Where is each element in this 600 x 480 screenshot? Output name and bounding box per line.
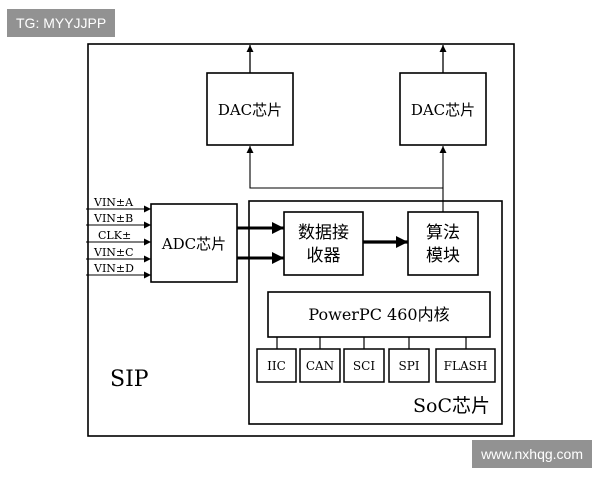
peripheral-iic-label: IIC (267, 359, 286, 373)
peripheral-can: CAN (299, 348, 341, 383)
algorithm-label-line1: 算法 (426, 223, 460, 243)
dac-chip-right: DAC芯片 (399, 72, 487, 146)
powerpc-core-block: PowerPC 460内核 (267, 291, 491, 338)
adc-chip: ADC芯片 (150, 203, 238, 283)
soc-frame (248, 200, 503, 425)
input-label-5: VIN±D (93, 262, 134, 275)
peripheral-sci-label: SCI (353, 359, 375, 373)
sip-frame (87, 43, 515, 437)
algorithm-label-line2: 模块 (426, 246, 460, 266)
adc-label: ADC芯片 (161, 235, 226, 253)
core-label: PowerPC 460内核 (308, 305, 449, 324)
receiver-label-line1: 数据接 (298, 223, 349, 243)
receiver-label-line2: 收器 (307, 246, 341, 266)
peripheral-spi-label: SPI (398, 359, 419, 373)
peripheral-flash: FLASH (435, 348, 496, 383)
dac-chip-left: DAC芯片 (206, 72, 294, 146)
peripheral-connectors (276, 337, 467, 349)
peripheral-spi: SPI (388, 348, 430, 383)
peripheral-sci: SCI (343, 348, 385, 383)
watermark-bottom: www.nxhqg.com (472, 440, 592, 468)
input-label-2: VIN±B (93, 212, 133, 225)
algorithm-module-block: 算法 模块 (407, 211, 479, 276)
soc-label: SoC芯片 (413, 395, 490, 417)
input-label-1: VIN±A (93, 196, 134, 209)
dac-right-label: DAC芯片 (411, 101, 475, 119)
sip-label: SIP (110, 367, 149, 392)
watermark-top: TG: MYYJJPP (7, 9, 116, 37)
peripheral-flash-label: FLASH (444, 359, 488, 373)
algo-feed-to-left-dac (246, 146, 443, 189)
dac-left-label: DAC芯片 (218, 101, 282, 119)
data-receiver-block: 数据接 收器 (283, 211, 364, 276)
input-signals: VIN±A VIN±B CLK± VIN±C VIN±D (86, 196, 151, 279)
peripheral-can-label: CAN (306, 359, 334, 373)
input-label-3: CLK± (98, 229, 131, 242)
input-label-4: VIN±C (93, 246, 134, 259)
peripheral-iic: IIC (256, 348, 297, 383)
